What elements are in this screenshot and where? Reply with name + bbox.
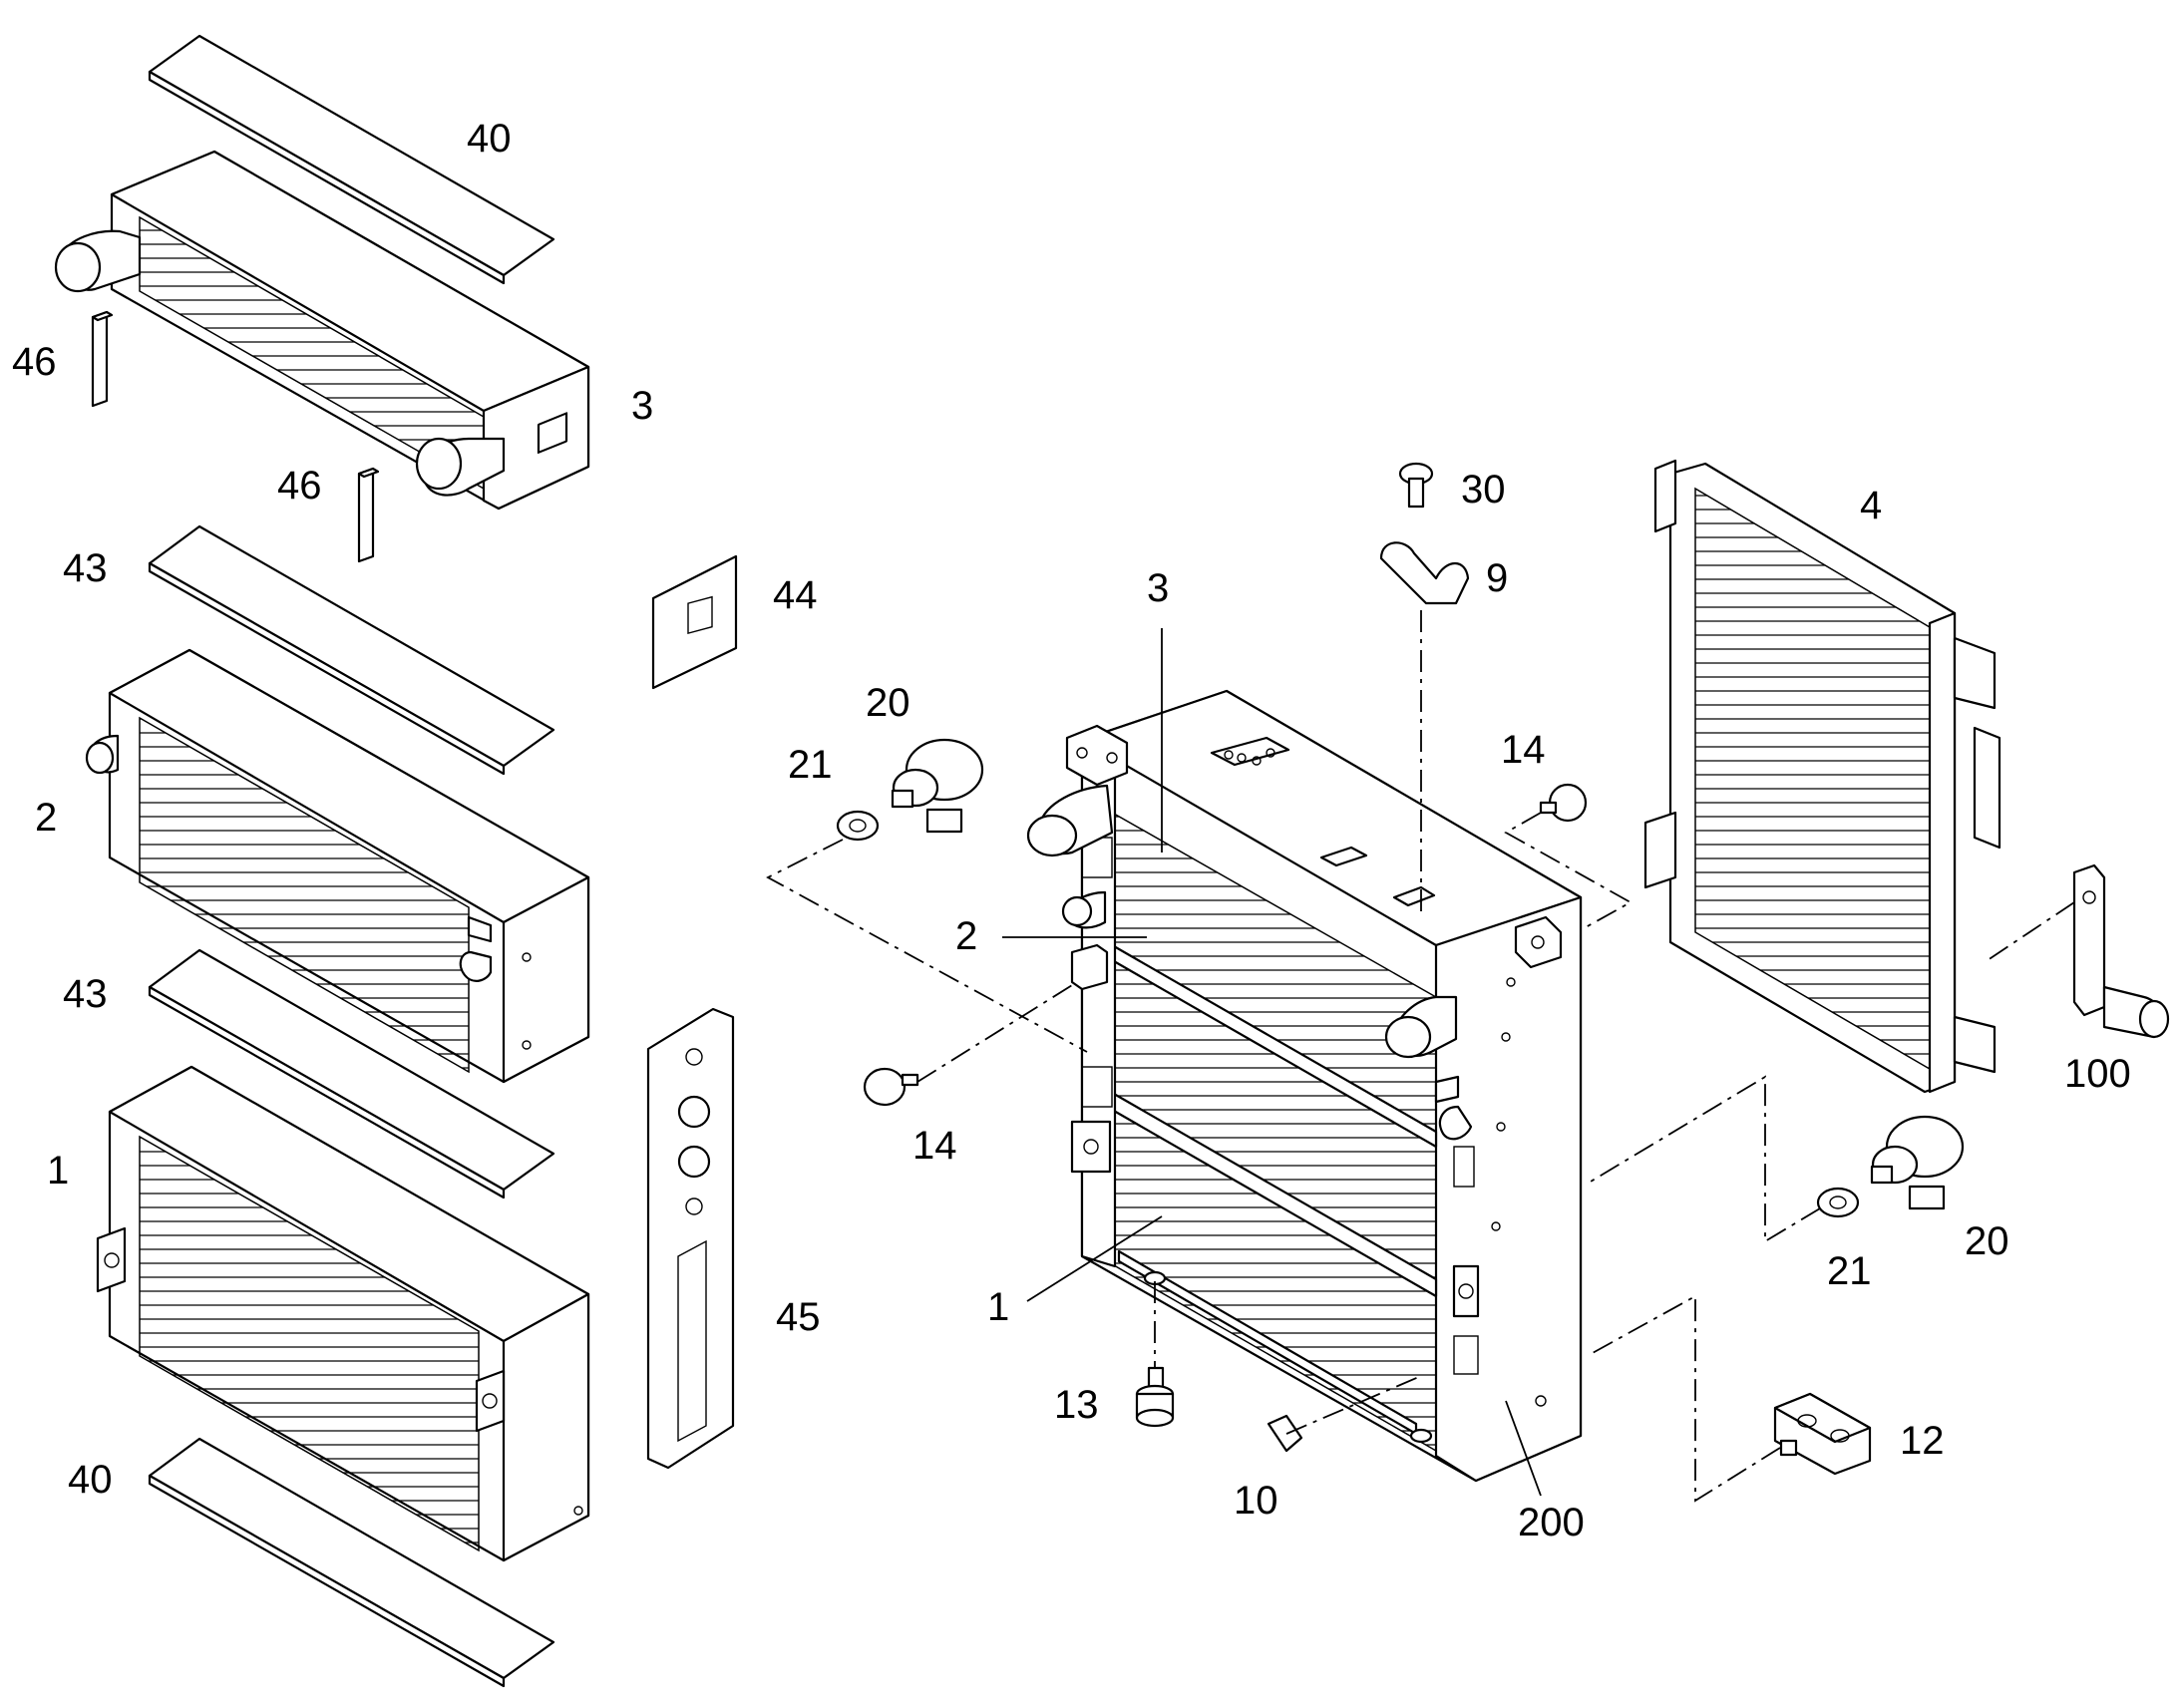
- leader-200: [1505, 1400, 1542, 1497]
- label-21-left: 21: [788, 743, 833, 787]
- label-1-left: 1: [47, 1149, 69, 1193]
- support-block-12[interactable]: [1773, 1392, 1872, 1476]
- washer-21-left[interactable]: [836, 810, 880, 842]
- label-13: 13: [1054, 1383, 1099, 1427]
- label-44: 44: [773, 573, 818, 617]
- plate-44[interactable]: [651, 554, 738, 690]
- radiator-1[interactable]: [96, 1065, 590, 1562]
- pad-40-bottom[interactable]: [148, 1437, 555, 1688]
- label-1-center: 1: [987, 1285, 1009, 1329]
- mount-14-right[interactable]: [1539, 783, 1588, 823]
- label-3-left: 3: [631, 384, 653, 428]
- label-43-mid: 43: [63, 972, 108, 1016]
- label-14-right: 14: [1501, 728, 1546, 772]
- bolt-30[interactable]: [1398, 462, 1434, 509]
- condenser-4[interactable]: [1643, 459, 2001, 1094]
- oil-cooler-2[interactable]: [85, 648, 590, 1084]
- strip-46-mid[interactable]: [357, 467, 380, 563]
- clip-9[interactable]: [1379, 541, 1470, 605]
- label-12: 12: [1900, 1419, 1945, 1463]
- label-43-top: 43: [63, 546, 108, 590]
- connector-washer-left: [766, 839, 1088, 1053]
- pad-43-mid[interactable]: [148, 948, 555, 1199]
- connector-clip-nut: [1285, 1375, 1422, 1435]
- gasket-45[interactable]: [646, 1007, 735, 1470]
- label-2-center: 2: [955, 914, 977, 958]
- label-10: 10: [1234, 1479, 1278, 1523]
- label-20-left: 20: [866, 681, 910, 725]
- connector-sensor-right: [1590, 1075, 1821, 1243]
- label-40-top: 40: [467, 117, 512, 161]
- mount-14-left[interactable]: [863, 1067, 919, 1107]
- label-14-left: 14: [912, 1124, 957, 1168]
- strip-46-left[interactable]: [91, 310, 114, 408]
- mount-block[interactable]: [1070, 943, 1109, 991]
- charge-air-cooler-3[interactable]: [54, 150, 590, 511]
- washer-21-right[interactable]: [1816, 1187, 1860, 1218]
- label-46-left: 46: [12, 340, 57, 384]
- clip-nut-10[interactable]: [1267, 1414, 1303, 1453]
- pad-40-top[interactable]: [148, 34, 555, 285]
- bracket-100[interactable]: [2072, 863, 2170, 1039]
- connector-bracket: [1984, 901, 2075, 963]
- label-21-right: 21: [1827, 1249, 1872, 1293]
- label-2-left: 2: [35, 796, 57, 840]
- label-46-mid: 46: [277, 464, 322, 508]
- label-100: 100: [2064, 1052, 2131, 1096]
- leader-1: [1026, 1215, 1163, 1302]
- sensor-20-right[interactable]: [1870, 1115, 1965, 1210]
- label-45: 45: [776, 1295, 821, 1339]
- label-30: 30: [1461, 468, 1506, 512]
- foot-13[interactable]: [1135, 1366, 1175, 1428]
- label-9: 9: [1486, 556, 1508, 600]
- label-20-right: 20: [1965, 1219, 2009, 1263]
- connector-mount-left: [916, 981, 1078, 1083]
- pad-43-top[interactable]: [148, 524, 555, 776]
- label-3-center: 3: [1147, 566, 1169, 610]
- label-4: 4: [1860, 484, 1882, 527]
- connector-support: [1590, 1294, 1781, 1503]
- connector-mount-right: [1504, 812, 1633, 928]
- cooler-assembly-200[interactable]: [1026, 689, 1583, 1483]
- sensor-20-left[interactable]: [891, 738, 984, 834]
- label-200: 200: [1518, 1501, 1585, 1544]
- label-40-bottom: 40: [68, 1458, 113, 1502]
